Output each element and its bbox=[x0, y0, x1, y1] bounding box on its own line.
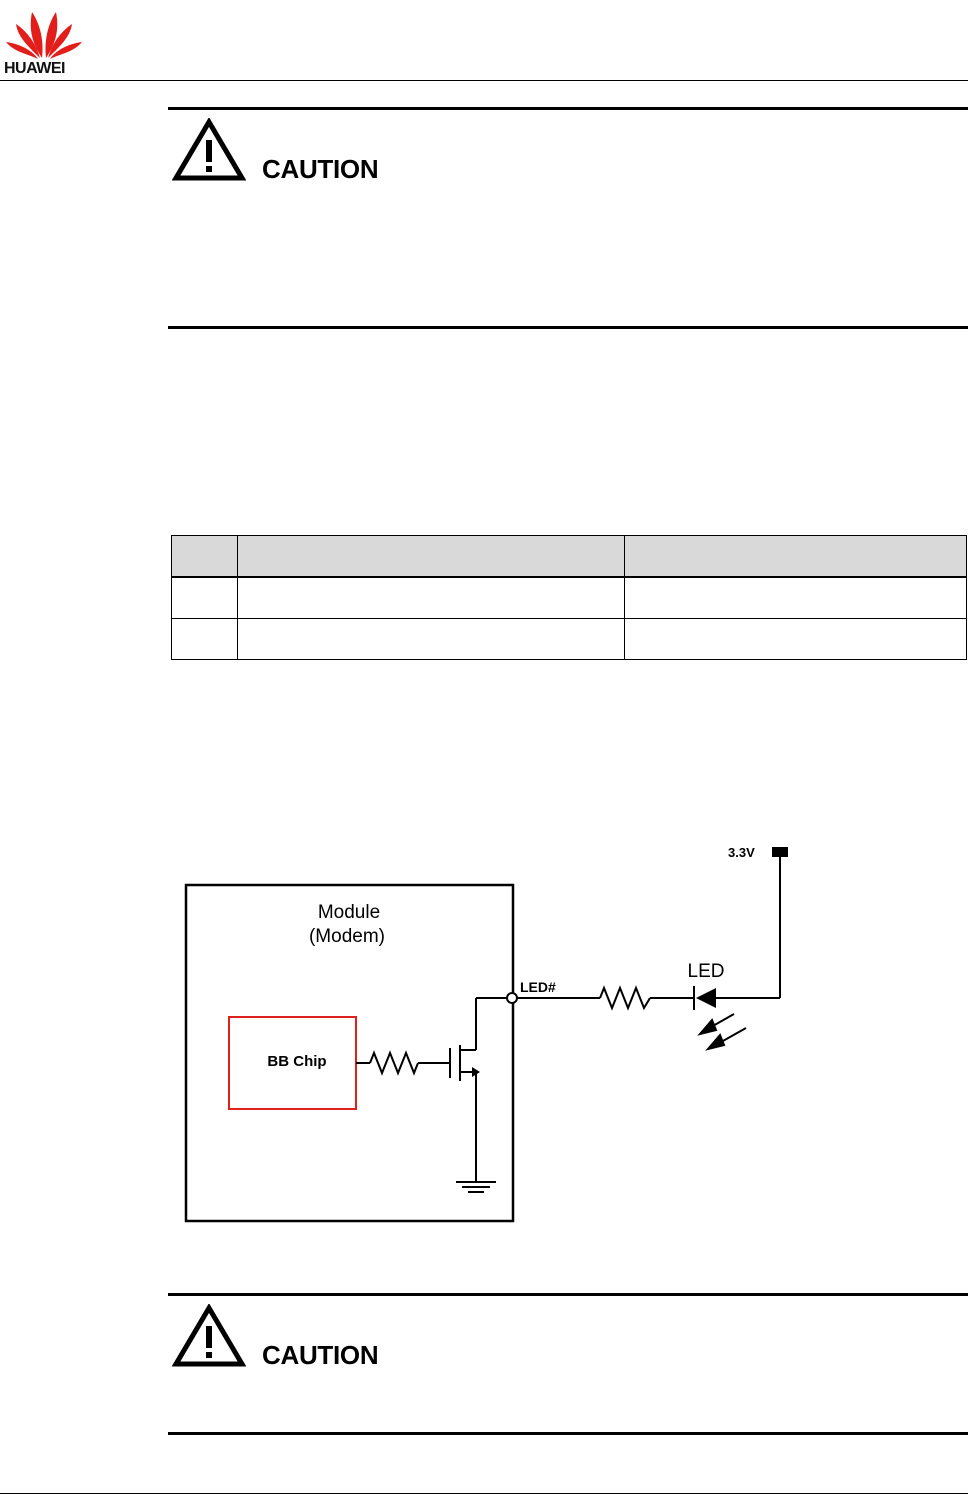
led-pin-label: LED# bbox=[520, 979, 556, 995]
table-header-row bbox=[171, 535, 967, 578]
table-header-cell bbox=[171, 535, 238, 578]
mosfet-arrow-icon bbox=[472, 1067, 480, 1077]
caution-1-bottom-rule bbox=[168, 326, 968, 329]
huawei-logo-icon bbox=[6, 12, 82, 59]
table-cell bbox=[624, 618, 967, 660]
led-diode-icon bbox=[693, 986, 780, 1010]
caution-2-bottom-rule bbox=[168, 1432, 968, 1435]
supply-rail bbox=[772, 847, 788, 998]
caution-1-label: CAUTION bbox=[262, 154, 379, 184]
table-cell bbox=[237, 576, 625, 619]
table-cell bbox=[171, 576, 238, 619]
led-pin-circle bbox=[506, 992, 518, 1004]
gate-resistor bbox=[356, 1050, 450, 1076]
table-header-cell bbox=[624, 535, 967, 578]
header-rule bbox=[0, 80, 968, 81]
bb-chip-label: BB Chip bbox=[267, 1053, 326, 1070]
spec-table bbox=[171, 535, 967, 660]
module-title-line2: (Modem) bbox=[309, 926, 385, 947]
external-resistor bbox=[517, 985, 694, 1011]
light-rays-icon bbox=[697, 1013, 747, 1051]
warning-icon bbox=[172, 1304, 246, 1367]
table-cell bbox=[237, 618, 625, 660]
brand-name: HUAWEI bbox=[4, 60, 66, 77]
supply-voltage-label: 3.3V bbox=[728, 845, 755, 860]
caution-2-label: CAUTION bbox=[262, 1340, 379, 1370]
table-header-cell bbox=[237, 535, 625, 578]
ground-icon bbox=[456, 1181, 496, 1193]
table-cell bbox=[171, 618, 238, 660]
table-row bbox=[171, 618, 967, 660]
mosfet-transistor bbox=[449, 997, 508, 1182]
module-box bbox=[184, 883, 515, 1223]
module-title-line1: Module bbox=[318, 902, 380, 923]
caution-1-top-rule bbox=[168, 107, 968, 110]
led-label: LED bbox=[688, 961, 725, 982]
caution-2-top-rule bbox=[168, 1293, 968, 1296]
warning-icon bbox=[172, 118, 246, 181]
